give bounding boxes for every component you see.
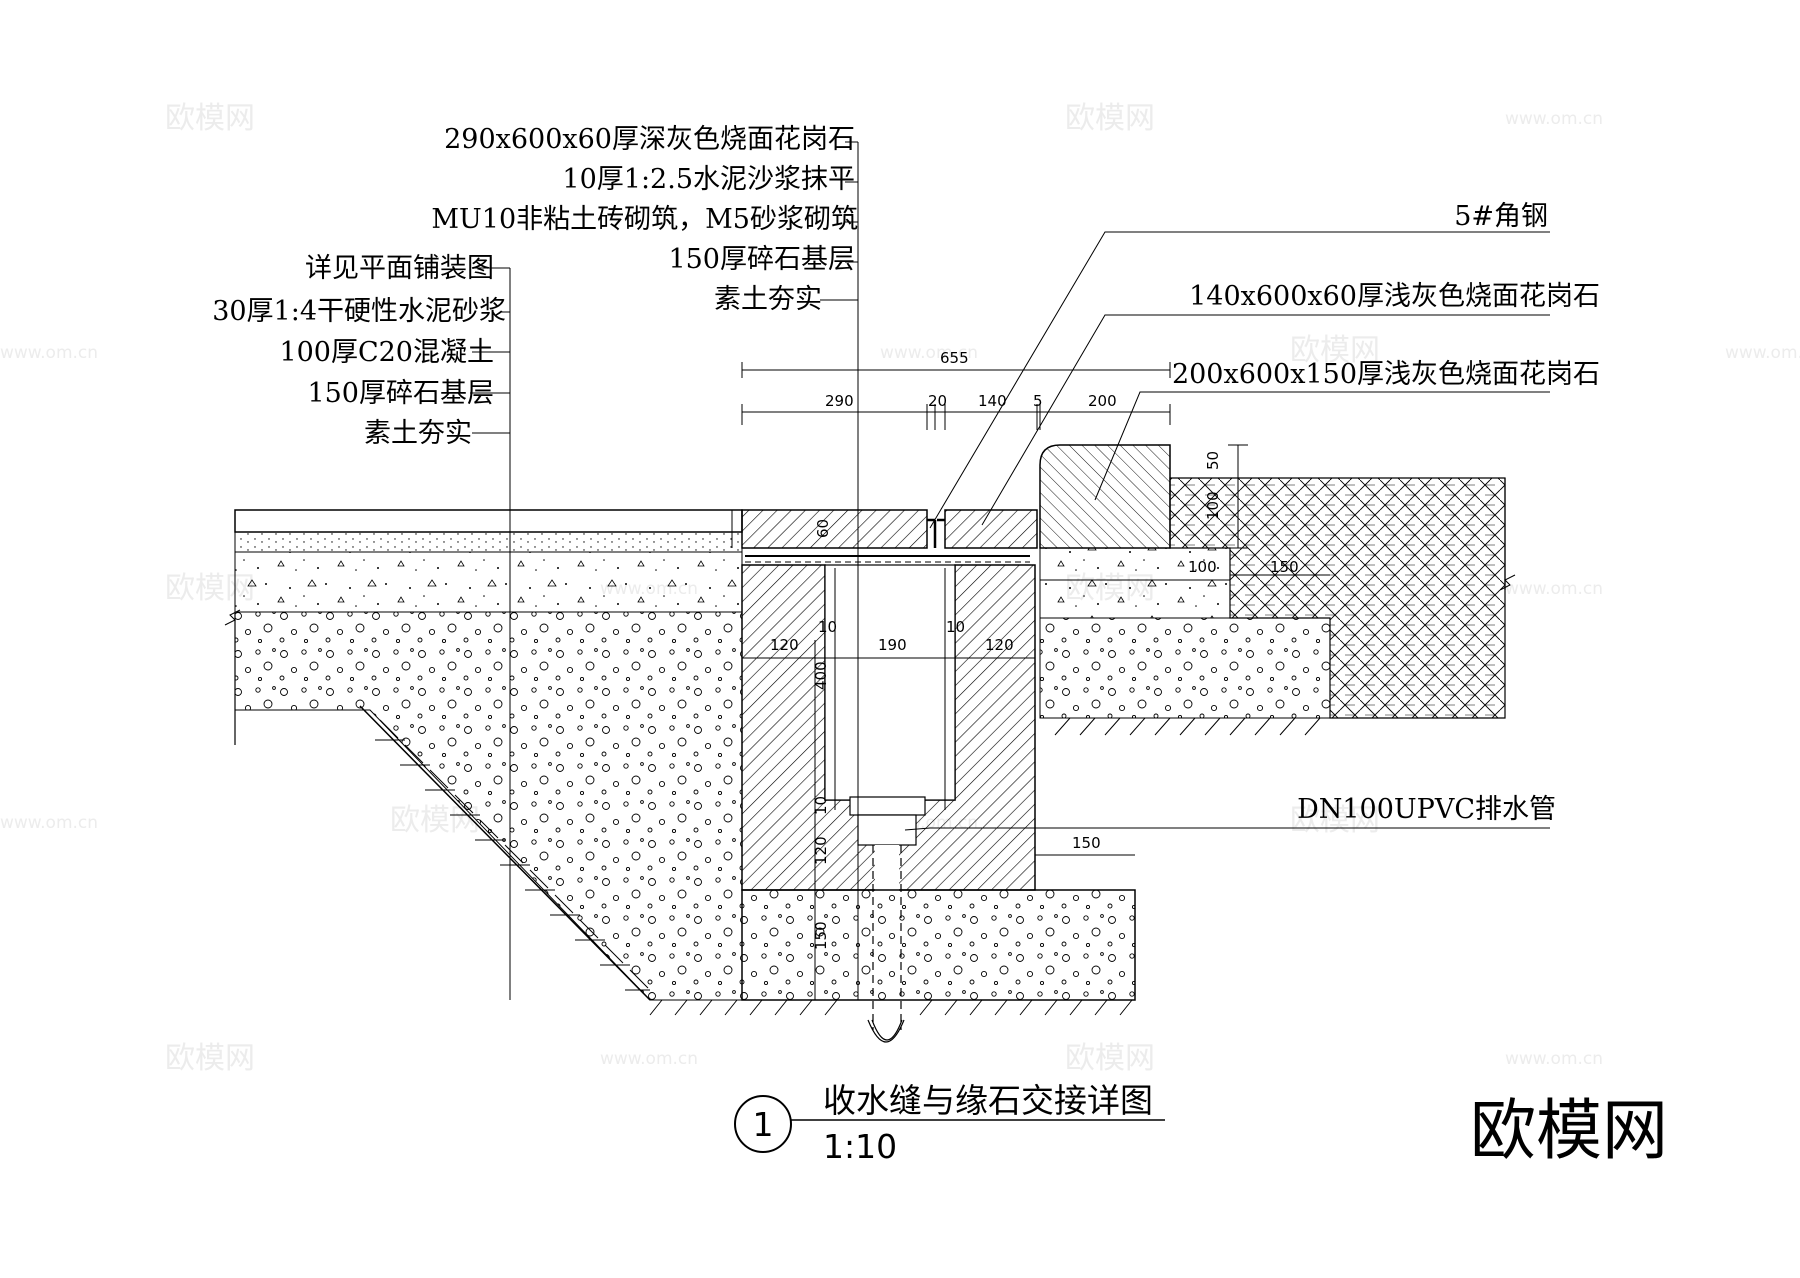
watermark-url: www.om.cn bbox=[1505, 109, 1603, 129]
dim-10-c: 10 bbox=[812, 796, 830, 815]
dim-150-h: 150 bbox=[1270, 558, 1299, 576]
dim-20: 20 bbox=[928, 392, 947, 410]
label-dark-granite: 290x600x60厚深灰色烧面花岗石 bbox=[444, 124, 855, 155]
gravel-base-layer bbox=[234, 611, 743, 1001]
dim-400: 400 bbox=[812, 661, 830, 690]
dim-10-b: 10 bbox=[946, 618, 965, 636]
dim-140: 140 bbox=[978, 392, 1007, 410]
label-compacted-soil-left: 素土夯实 bbox=[364, 418, 472, 449]
right-curb-section bbox=[1039, 444, 1516, 736]
dim-120-b: 120 bbox=[985, 636, 1014, 654]
label-paving-ref: 详见平面铺装图 bbox=[305, 253, 494, 284]
label-light-granite-200: 200x600x150厚浅灰色烧面花岗石 bbox=[1172, 359, 1600, 390]
watermark-brand: 欧模网 bbox=[1065, 101, 1155, 136]
label-light-granite-140: 140x600x60厚浅灰色烧面花岗石 bbox=[1189, 281, 1600, 312]
detail-title: 收水缝与缘石交接详图 bbox=[823, 1081, 1153, 1120]
leader-lines bbox=[470, 141, 1550, 1000]
center-labels: 290x600x60厚深灰色烧面花岗石 10厚1:2.5水泥沙浆抹平 MU10非… bbox=[431, 124, 858, 315]
watermark-url: www.om.cn bbox=[880, 343, 978, 363]
title-block: 1 收水缝与缘石交接详图 1:10 bbox=[734, 1081, 1165, 1166]
watermark-brand: 欧模网 bbox=[165, 101, 255, 136]
dim-50: 50 bbox=[1204, 451, 1222, 470]
dim-60: 60 bbox=[814, 519, 832, 538]
label-compacted-soil-center: 素土夯实 bbox=[714, 284, 822, 315]
label-dry-mortar: 30厚1:4干硬性水泥砂浆 bbox=[212, 296, 506, 327]
dim-5: 5 bbox=[1033, 392, 1043, 410]
light-granite-slab bbox=[944, 509, 1038, 549]
paving-stone-layer bbox=[234, 509, 743, 533]
watermark-url: www.om.cn bbox=[1505, 579, 1603, 599]
dim-190: 190 bbox=[878, 636, 907, 654]
curb-stone bbox=[1039, 444, 1171, 549]
gravel-base-under bbox=[741, 889, 1136, 1001]
concrete-layer bbox=[234, 551, 743, 613]
left-labels: 详见平面铺装图 30厚1:4干硬性水泥砂浆 100厚C20混凝土 150厚碎石基… bbox=[212, 253, 506, 449]
curb-concrete bbox=[1039, 547, 1231, 619]
watermark-brand: 欧模网 bbox=[1290, 333, 1380, 368]
label-concrete: 100厚C20混凝土 bbox=[279, 337, 494, 368]
left-paving-section bbox=[224, 509, 743, 1001]
dimension-texts: 655 290 20 140 5 200 60 50 100 100 150 1… bbox=[770, 349, 1299, 950]
dim-100-h: 100 bbox=[1188, 558, 1217, 576]
label-brick: MU10非粘土砖砌筑，M5砂浆砌筑 bbox=[431, 204, 858, 235]
dim-10-a: 10 bbox=[818, 618, 837, 636]
dim-120-c: 120 bbox=[812, 836, 830, 865]
watermark-url: www.om.cn bbox=[600, 1049, 698, 1069]
dim-150-v: 150 bbox=[812, 921, 830, 950]
watermark-brand: 欧模网 bbox=[1290, 803, 1380, 838]
watermark-brand: 欧模网 bbox=[165, 1041, 255, 1076]
detail-number: 1 bbox=[753, 1105, 774, 1144]
watermark-url: www.om.cn bbox=[0, 343, 98, 363]
watermark-brand: 欧模网 bbox=[1065, 1041, 1155, 1076]
dim-200: 200 bbox=[1088, 392, 1117, 410]
label-angle-steel: 5#角钢 bbox=[1454, 201, 1548, 232]
drain-fitting bbox=[849, 796, 926, 816]
mortar-layer bbox=[234, 531, 743, 553]
dim-290: 290 bbox=[825, 392, 854, 410]
watermark-url: www.om.cn bbox=[0, 813, 98, 833]
brand-logo: 欧模网 bbox=[1470, 1092, 1668, 1169]
dim-120-a: 120 bbox=[770, 636, 799, 654]
label-gravel-left: 150厚碎石基层 bbox=[307, 378, 494, 409]
channel-void bbox=[824, 564, 956, 801]
label-cement-mortar: 10厚1:2.5水泥沙浆抹平 bbox=[562, 164, 855, 195]
label-drain-pipe: DN100UPVC排水管 bbox=[1297, 794, 1556, 825]
detail-number-circle bbox=[734, 1095, 792, 1153]
dark-granite-slab bbox=[741, 509, 928, 549]
label-gravel-center: 150厚碎石基层 bbox=[668, 244, 855, 275]
dim-150-b: 150 bbox=[1072, 834, 1101, 852]
dim-100-v: 100 bbox=[1204, 491, 1222, 520]
dim-total: 655 bbox=[940, 349, 969, 367]
watermark-url: www.om.cn bbox=[1505, 1049, 1603, 1069]
detail-scale: 1:10 bbox=[823, 1127, 897, 1166]
right-labels: 5#角钢 140x600x60厚浅灰色烧面花岗石 200x600x150厚浅灰色… bbox=[1172, 201, 1600, 825]
watermark-url: www.om.cn bbox=[1725, 343, 1800, 363]
dimension-lines bbox=[731, 362, 1330, 1000]
curb-gravel bbox=[1039, 617, 1331, 719]
